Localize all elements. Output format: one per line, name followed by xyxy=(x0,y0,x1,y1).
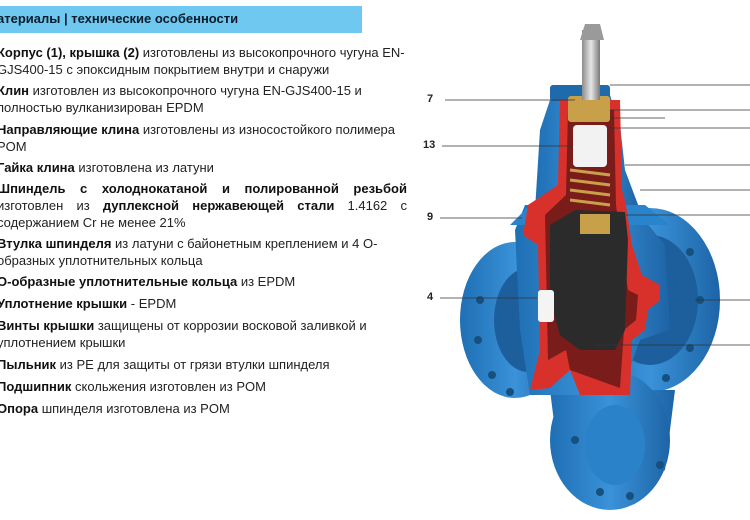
spec-text: из PE для защиты от грязи втулки шпиндел… xyxy=(56,357,330,372)
spec-text: изготовлен из высокопрочного чугуна EN-G… xyxy=(0,83,362,115)
valve-wedge xyxy=(550,210,628,350)
spec-item: Уплотнение крышки - EPDM xyxy=(0,295,407,312)
spec-term: Втулка шпинделя xyxy=(0,236,112,251)
spec-text: изготовлен из xyxy=(0,198,103,213)
spec-item: Опора шпинделя изготовлена из POM xyxy=(0,400,407,417)
spec-text: шпинделя изготовлена из POM xyxy=(38,401,230,416)
wedge-nut xyxy=(580,214,610,234)
spec-item: Клин изготовлен из высокопрочного чугуна… xyxy=(0,82,407,116)
spec-term: Клин xyxy=(0,83,30,98)
spec-item: Втулка шпинделя из латуни с байонетным к… xyxy=(0,235,407,269)
spec-term: Опора xyxy=(0,401,39,416)
spec-text: изготовлены из износостойкого полимера P… xyxy=(0,122,396,154)
callout-lines xyxy=(440,84,750,346)
wedge-guide xyxy=(538,290,554,322)
gate-valve-illustration xyxy=(440,24,750,510)
spec-term: Корпус (1), крышка (2) xyxy=(0,45,140,60)
spec-text: скольжения изготовлен из POM xyxy=(71,379,266,394)
callout-label: 7 xyxy=(427,93,434,105)
spec-text: изготовлена из латуни xyxy=(74,160,214,175)
spec-term: Уплотнение крышки xyxy=(0,296,128,311)
spindle-cap xyxy=(580,24,604,40)
spec-text: - EPDM xyxy=(127,296,177,311)
spec-item: Винты крышки защищены от коррозии восков… xyxy=(0,317,407,351)
spindle-bushing xyxy=(568,96,610,122)
spec-text: из EPDM xyxy=(237,274,296,289)
spec-text: 1.4162 с содержанием Cr не менее 21% xyxy=(0,198,407,230)
spec-term: Винты крышки xyxy=(0,318,95,333)
spec-term: Подшипник xyxy=(0,379,72,394)
spec-term: О-образные уплотнительные кольца xyxy=(0,274,238,289)
spec-item: О-образные уплотнительные кольца из EPDM xyxy=(0,273,407,290)
spec-list: Корпус (1), крышка (2) изготовлены из вы… xyxy=(0,44,407,417)
spec-item: Корпус (1), крышка (2) изготовлены из вы… xyxy=(0,44,407,78)
spec-term: Шпиндель с холоднокатаной и полированной… xyxy=(0,181,407,196)
spec-item: Шпиндель с холоднокатаной и полированной… xyxy=(0,180,407,231)
section-title: атериалы | технические особенности xyxy=(0,11,239,26)
spec-item: Направляющие клина изготовлены из износо… xyxy=(0,121,407,155)
spec-term: Пыльник xyxy=(0,357,57,372)
section-header: атериалы | технические особенности xyxy=(0,6,362,33)
spec-item: Подшипник скольжения изготовлен из POM xyxy=(0,378,407,395)
callout-label: 9 xyxy=(427,211,434,223)
spindle-bearing xyxy=(573,125,607,167)
callout-label: 4 xyxy=(427,291,434,303)
spec-term: Направляющие клина xyxy=(0,122,140,137)
spec-text: из латуни с байонетным креплением и 4 О-… xyxy=(0,236,378,268)
spec-text: защищены от коррозии восковой заливкой и… xyxy=(0,318,367,350)
valve-spindle xyxy=(582,30,600,100)
compression-spring xyxy=(569,168,611,207)
spec-text: изготовлены из высокопрочного чугуна EN-… xyxy=(0,45,405,77)
callout-label: 13 xyxy=(423,139,436,151)
valve-cutaway-figure: 7 13 9 4 xyxy=(410,0,750,520)
spec-item: Гайка клина изготовлена из латуни xyxy=(0,159,407,176)
spec-term: дуплексной нержавеющей стали xyxy=(102,198,335,213)
spec-term: Гайка клина xyxy=(0,160,75,175)
spec-item: Пыльник из PE для защиты от грязи втулки… xyxy=(0,356,407,373)
